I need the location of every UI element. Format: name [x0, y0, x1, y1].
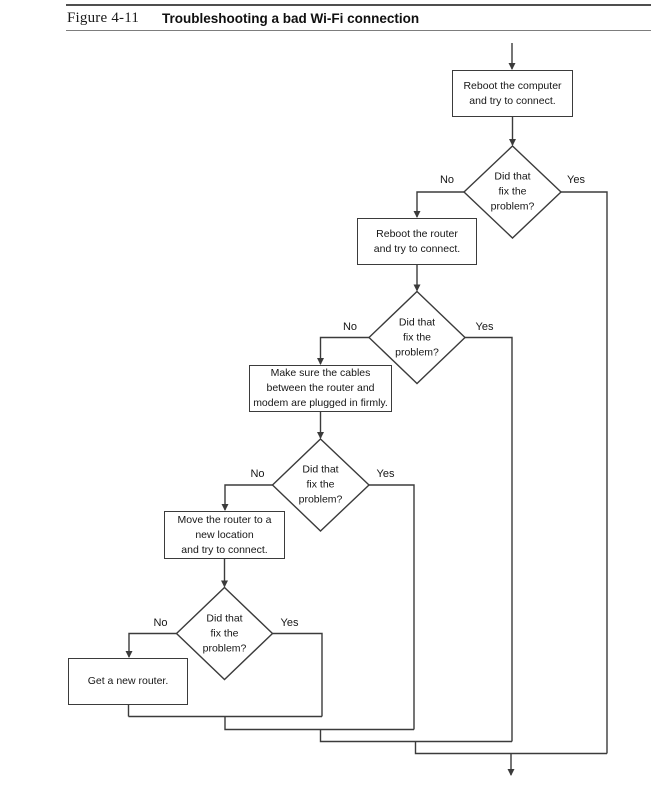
figure-title: Troubleshooting a bad Wi-Fi connection: [162, 11, 420, 26]
edge-no2: [317, 336, 369, 365]
edge-no3: [221, 484, 273, 511]
edge-label-no-1: No: [439, 174, 455, 186]
edge-label-yes-1: Yes: [567, 174, 585, 186]
process-box-text-line: and try to connect.: [373, 242, 461, 255]
edge-no4: [125, 632, 177, 658]
process-box-text-line: new location: [195, 528, 254, 541]
decision-text-line: problem?: [202, 642, 247, 654]
process-box-reboot-computer: Reboot the computer and try to connect.: [452, 70, 573, 117]
decision-text-3: Did that fix the problem?: [299, 463, 343, 508]
decision-text-line: problem?: [298, 493, 343, 506]
decision-diamond-2: [367, 290, 467, 385]
decision-diamond-1: [462, 145, 563, 239]
decision-text-line: fix the: [402, 331, 431, 343]
process-box-text-line: Move the router to a: [177, 513, 272, 526]
header-rule-bottom: [66, 30, 651, 31]
decision-diamond-4: [175, 586, 274, 681]
decision-text-line: Did that: [302, 463, 339, 476]
process-box-move-router: Move the router to a new location and tr…: [164, 511, 285, 559]
decision-text-1: Did that fix the problem?: [491, 170, 535, 215]
process-box-text-line: and try to connect.: [181, 543, 268, 556]
edge-yes3: [369, 484, 415, 730]
process-box-text-line: modem are plugged in firmly.: [253, 397, 388, 409]
edge-yes4: [272, 632, 323, 717]
figure-label: Figure 4-11: [67, 10, 140, 26]
process-box-get-new-router: Get a new router.: [68, 658, 188, 705]
process-box-text-line: and try to connect.: [469, 94, 556, 107]
decision-text-line: fix the: [210, 627, 239, 639]
edge-label-yes-2: Yes: [475, 321, 494, 333]
decision-text-line: fix the: [498, 185, 527, 198]
process-box-text-line: between the router and: [266, 382, 375, 394]
decision-text-line: Did that: [206, 612, 243, 624]
process-box-text-line: Reboot the computer: [463, 79, 562, 92]
edge-label-no-4: No: [153, 617, 168, 629]
edge-label-yes-3: Yes: [376, 468, 395, 480]
process-box-check-cables: Make sure the cables between the router …: [249, 365, 392, 412]
process-box-text-line: Get a new router.: [87, 675, 169, 687]
process-box-reboot-router: Reboot the router and try to connect.: [357, 218, 477, 265]
process-box-text-line: Reboot the router: [376, 227, 458, 240]
decision-text-2: Did that fix the problem?: [395, 315, 439, 360]
header-rule-top: [66, 4, 651, 6]
decision-text-line: fix the: [306, 478, 335, 491]
edge-label-no-2: No: [342, 321, 358, 333]
decision-text-line: Did that: [494, 170, 531, 183]
process-box-text-line: Make sure the cables: [270, 367, 371, 379]
edge-yes1: [561, 191, 608, 754]
decision-text-line: problem?: [395, 346, 439, 358]
edge-merge-staircase: [127, 705, 607, 755]
edge-yes2: [465, 336, 513, 742]
decision-text-4: Did that fix the problem?: [203, 611, 247, 656]
edge-label-no-3: No: [250, 468, 265, 480]
decision-text-line: problem?: [490, 200, 535, 213]
decision-diamond-3: [271, 438, 371, 532]
edge-no1: [413, 191, 464, 218]
edge-label-yes-4: Yes: [280, 617, 299, 629]
decision-text-line: Did that: [398, 316, 436, 328]
